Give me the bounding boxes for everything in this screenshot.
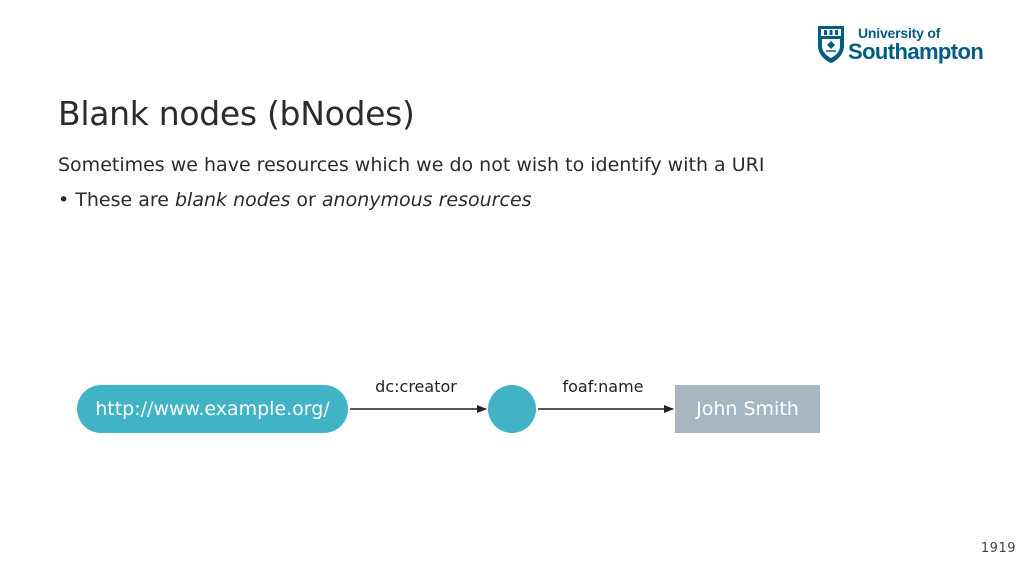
term-blank-nodes: blank nodes: [175, 189, 291, 211]
bullet-prefix: These are: [75, 189, 175, 211]
predicate-label-dc-creator: dc:creator: [375, 377, 457, 396]
page-number: 1919: [980, 541, 1016, 556]
logo-southampton: Southampton: [848, 39, 984, 64]
literal-node: John Smith: [675, 385, 820, 433]
term-anonymous-resources: anonymous resources: [321, 189, 532, 211]
predicate-label-foaf-name: foaf:name: [562, 377, 644, 396]
logo-university-of: University of: [858, 25, 941, 41]
rdf-graph-diagram: http://www.example.org/ dc:creator foaf:…: [0, 360, 1024, 460]
intro-paragraph: Sometimes we have resources which we do …: [58, 154, 765, 176]
diagram-arrows: [350, 405, 674, 413]
bullet-item: • These are blank nodes or anonymous res…: [58, 189, 532, 211]
bullet-middle: or: [290, 189, 322, 211]
uri-node: http://www.example.org/: [77, 385, 348, 433]
slide-title: Blank nodes (bNodes): [58, 94, 415, 133]
bullet-marker: •: [58, 189, 70, 211]
blank-node: [488, 385, 536, 433]
university-logo: University of Southampton: [816, 24, 996, 68]
university-crest-icon: [818, 26, 844, 63]
